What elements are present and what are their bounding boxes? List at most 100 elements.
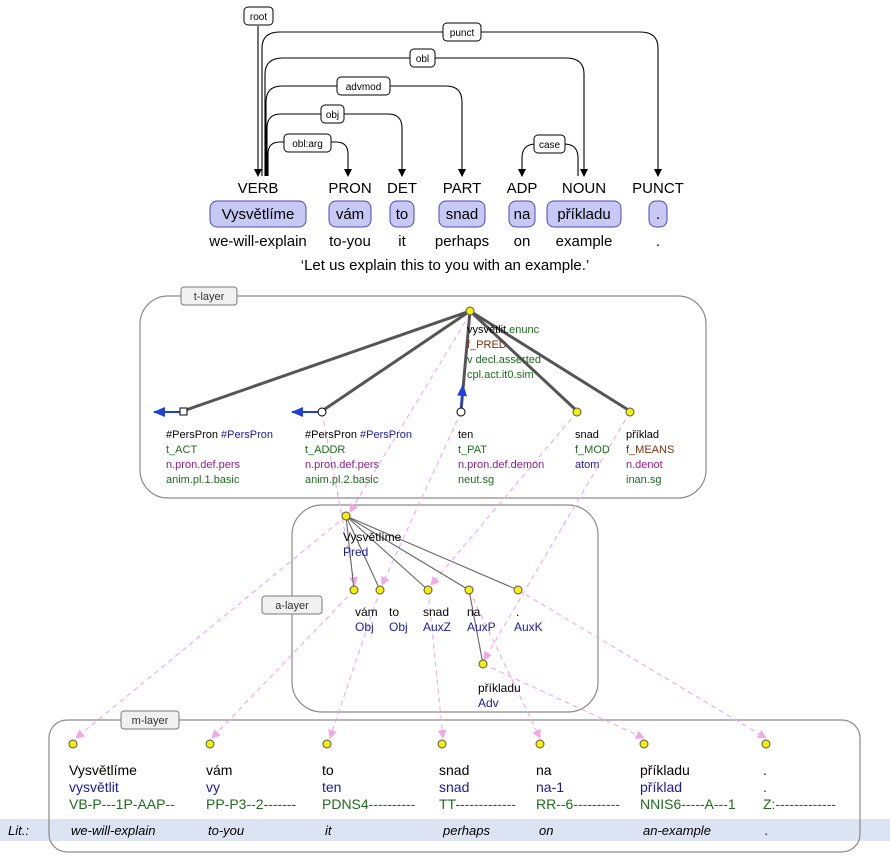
rel-root-box	[243, 6, 274, 26]
t-pat-gram1: n.pron.def.demon	[458, 459, 544, 471]
t-act-gram2: anim.pl.1.basic	[166, 474, 240, 486]
t-label-mod: snad f_MOD atom	[575, 429, 610, 471]
m-tag-4: RR--6----------	[536, 796, 620, 812]
t-node-means	[625, 407, 635, 417]
m-form-3: snad	[439, 762, 469, 778]
t-node-mod	[572, 407, 582, 417]
t-root-label: vysvětlit.enunc f_PRED v decl.asserted c…	[467, 324, 541, 381]
m-form-2: to	[322, 762, 334, 778]
lit-band	[0, 819, 890, 841]
t-root-suffix: .enunc	[506, 324, 540, 336]
rel-advmod-box	[336, 76, 391, 96]
m-layer: Vysvětlíme vám to snad na příkladu . vys…	[8, 739, 836, 838]
advmod-arc	[265, 85, 466, 177]
a-tree: Vysvětlíme Pred vám Obj to Obj snad AuxZ…	[341, 511, 543, 710]
a-node-prikladu	[478, 659, 488, 669]
link-a-root-m-0	[75, 515, 347, 739]
t-edge-addr	[321, 309, 471, 413]
upos-1: PRON	[328, 180, 371, 197]
t-node-act	[179, 407, 188, 416]
a-node-to	[375, 585, 385, 595]
t-act-lemma2: #PersPron	[221, 429, 273, 441]
t-edge-act	[182, 309, 471, 413]
token-box-0	[209, 200, 307, 228]
token-box-4	[508, 200, 536, 228]
m-tag-0: VB-P---1P-AAP--	[69, 796, 175, 812]
a-layer-label: a-layer	[275, 600, 309, 612]
t-root-lemma: vysvětlit	[467, 324, 506, 336]
t-layer-label-box	[180, 286, 238, 306]
t-act-gram1: n.pron.def.pers	[166, 459, 240, 471]
t-node-pat	[456, 407, 466, 417]
upos-5: NOUN	[562, 180, 606, 197]
a-snad-form: snad	[423, 605, 449, 619]
rel-oblarg-box	[283, 133, 332, 153]
a-prikladu-afun: Adv	[478, 696, 499, 710]
t-root-node	[465, 306, 475, 316]
t-root-functor: f_PRED	[467, 339, 507, 351]
rel-root: root	[250, 12, 267, 23]
svg-text:vysvětlit.enunc: vysvětlit.enunc	[467, 324, 540, 336]
alignment-links	[75, 313, 767, 739]
a-vam-form: vám	[355, 605, 378, 619]
lit-word-1: to-you	[208, 823, 244, 838]
coref-arrow-pat	[457, 384, 468, 409]
a-to-form: to	[389, 605, 399, 619]
t-node-addr	[317, 407, 327, 417]
m-tag-3: TT-------------	[439, 796, 516, 812]
a-node-vam	[349, 585, 359, 595]
ud-tree: root punct obl advmod obj obl:arg case V…	[208, 6, 684, 274]
rel-case-box	[533, 134, 566, 154]
a-edge-to	[345, 515, 381, 591]
a-edge-prikladu	[468, 589, 484, 665]
t-addr-gram2: anim.pl.2.basic	[305, 474, 379, 486]
link-a-snad-m-3	[427, 589, 447, 739]
translation: ‘Let us explain this to you with an exam…	[301, 257, 590, 274]
lit-word-4: on	[539, 823, 553, 838]
rel-advmod: advmod	[346, 82, 382, 93]
link-t-addr-a-vam	[321, 411, 358, 586]
m-layer-label: m-layer	[132, 715, 169, 727]
svg-text:#PersPron #PersPron: #PersPron #PersPron	[305, 429, 412, 441]
lit-label: Lit.:	[8, 823, 29, 838]
m-node-5	[639, 739, 649, 749]
a-edge-snad	[345, 515, 429, 591]
link-a-prikladu-m-5	[482, 663, 645, 739]
svg-text:#PersPron #PersPron: #PersPron #PersPron	[166, 429, 273, 441]
gloss-row: we-will-explain to-you it perhaps on exa…	[208, 233, 660, 250]
rel-obj-box	[320, 104, 345, 124]
link-a-to-m-2	[328, 589, 381, 739]
token-1: vám	[336, 206, 364, 223]
token-box-6	[648, 200, 668, 228]
m-layer-label-box	[120, 710, 180, 730]
token-3: snad	[446, 206, 479, 223]
t-means-lemma: příklad	[626, 429, 659, 441]
a-prikladu-form: příkladu	[478, 681, 521, 695]
t-means-gram1: n.denot	[626, 459, 663, 471]
gloss-4: on	[514, 233, 531, 250]
token-4: na	[514, 206, 531, 223]
token-6: .	[656, 206, 660, 223]
a-root-node	[341, 511, 351, 521]
a-edge-dot	[345, 515, 519, 591]
link-t-snad-a-snad	[430, 411, 578, 586]
a-na-form: na	[467, 605, 481, 619]
m-lemma-0: vysvětlit	[69, 779, 119, 795]
punct-arc	[261, 31, 662, 177]
a-to-afun: Obj	[389, 620, 408, 634]
a-node-dot	[513, 585, 523, 595]
t-pat-gram2: neut.sg	[458, 474, 494, 486]
upos-3: PART	[443, 180, 482, 197]
link-a-dot-m-6	[517, 589, 767, 739]
rel-obj: obj	[326, 110, 339, 121]
rel-obl-box	[409, 48, 436, 68]
m-form-5: příkladu	[640, 762, 690, 778]
m-form-1: vám	[206, 762, 232, 778]
lit-word-0: we-will-explain	[71, 823, 156, 838]
token-5: příkladu	[557, 206, 610, 223]
t-act-lemma: #PersPron	[166, 429, 218, 441]
m-lemma-1: vy	[206, 779, 220, 795]
m-node-2	[322, 739, 332, 749]
token-box-3	[438, 200, 486, 228]
